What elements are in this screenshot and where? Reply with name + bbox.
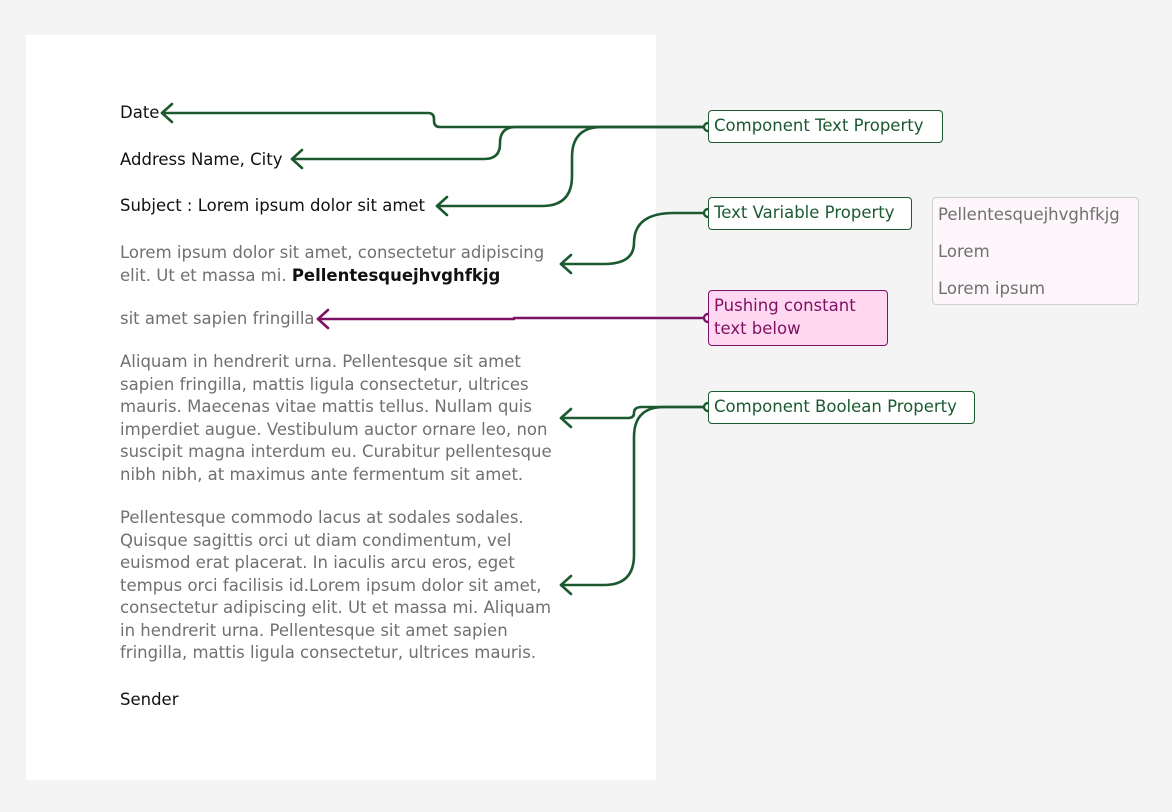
paragraph-line: suscipit magna interdum eu. Curabitur pe… (120, 442, 552, 461)
component-boolean-property-label[interactable]: Component Boolean Property (708, 391, 975, 424)
connector-pushing (316, 316, 710, 321)
dropdown-option[interactable]: Pellentesquejhvghfkjg (938, 205, 1120, 224)
paragraph-line: sapien fringilla, mattis ligula consecte… (120, 374, 529, 394)
intro-line: elit. Ut et massa mi. (120, 265, 292, 285)
connector-address (290, 125, 710, 161)
variable-options-dropdown[interactable]: Pellentesquejhvghfkjg Lorem Lorem ipsum (932, 197, 1139, 305)
component-text-property-label[interactable]: Component Text Property (708, 110, 943, 143)
text-variable-property-label[interactable]: Text Variable Property (708, 197, 912, 230)
arrowhead-subject (435, 195, 449, 217)
arrowhead-pushing (316, 308, 330, 330)
date-text: Date (120, 103, 160, 122)
subject-text: Subject : Lorem ipsum dolor sit amet (120, 196, 426, 215)
arrowhead-variable (559, 253, 573, 275)
arrowhead-boolean-2 (559, 574, 573, 596)
connector-date (160, 111, 710, 129)
arrowhead-date (160, 102, 174, 124)
paragraph-line: euismod erat placerat. In iaculis arcu e… (120, 553, 515, 572)
pushing-text-label[interactable]: Pushing constant text below (708, 290, 888, 346)
paragraph-line: mauris. Maecenas vitae mattis tellus. Nu… (120, 397, 532, 416)
intro-variable-text: Pellentesquejhvghfkjg (291, 265, 501, 285)
arrowhead-address (290, 148, 304, 170)
sender-text: Sender (120, 690, 179, 709)
pushing-text-line: text below (714, 318, 801, 338)
connector-variable (559, 211, 710, 266)
intro-line: Lorem ipsum dolor sit amet, consectetur … (120, 243, 545, 262)
connector-subject (435, 125, 710, 208)
paragraph-line: tempus orci facilisis id.Lorem ipsum dol… (120, 575, 542, 595)
connector-boolean-2 (559, 405, 710, 587)
paragraph-line: fringilla, mattis ligula consectetur, ul… (120, 643, 537, 662)
paragraph-line: Pellentesque commodo lacus at sodales so… (120, 508, 524, 527)
dropdown-option[interactable]: Lorem ipsum (938, 279, 1046, 298)
pushed-text: sit amet sapien fringilla (120, 309, 315, 328)
paragraph-line: Aliquam in hendrerit urna. Pellentesque … (120, 352, 521, 371)
intro-paragraph: Lorem ipsum dolor sit amet, consectetur … (120, 242, 544, 287)
address-text: Address Name, City (120, 150, 283, 169)
pushing-text-line: Pushing constant (714, 296, 856, 315)
paragraph-line: imperdiet augue. Vestibulum auctor ornar… (120, 419, 548, 439)
paragraph-line: Quisque sagittis orci ut diam condimentu… (120, 530, 512, 550)
paragraph-line: consectetur adipiscing elit. Ut et massa… (120, 598, 552, 617)
paragraph-line: in hendrerit urna. Pellentesque sit amet… (120, 620, 508, 640)
dropdown-option[interactable]: Lorem (938, 242, 990, 261)
paragraph-line: nibh nibh, at maximus ante fermentum sit… (120, 464, 524, 484)
paragraph-1: Aliquam in hendrerit urna. Pellentesque … (120, 351, 552, 486)
arrowhead-boolean-1 (559, 407, 573, 429)
connector-boolean-1 (559, 405, 710, 420)
paragraph-2: Pellentesque commodo lacus at sodales so… (120, 507, 551, 665)
